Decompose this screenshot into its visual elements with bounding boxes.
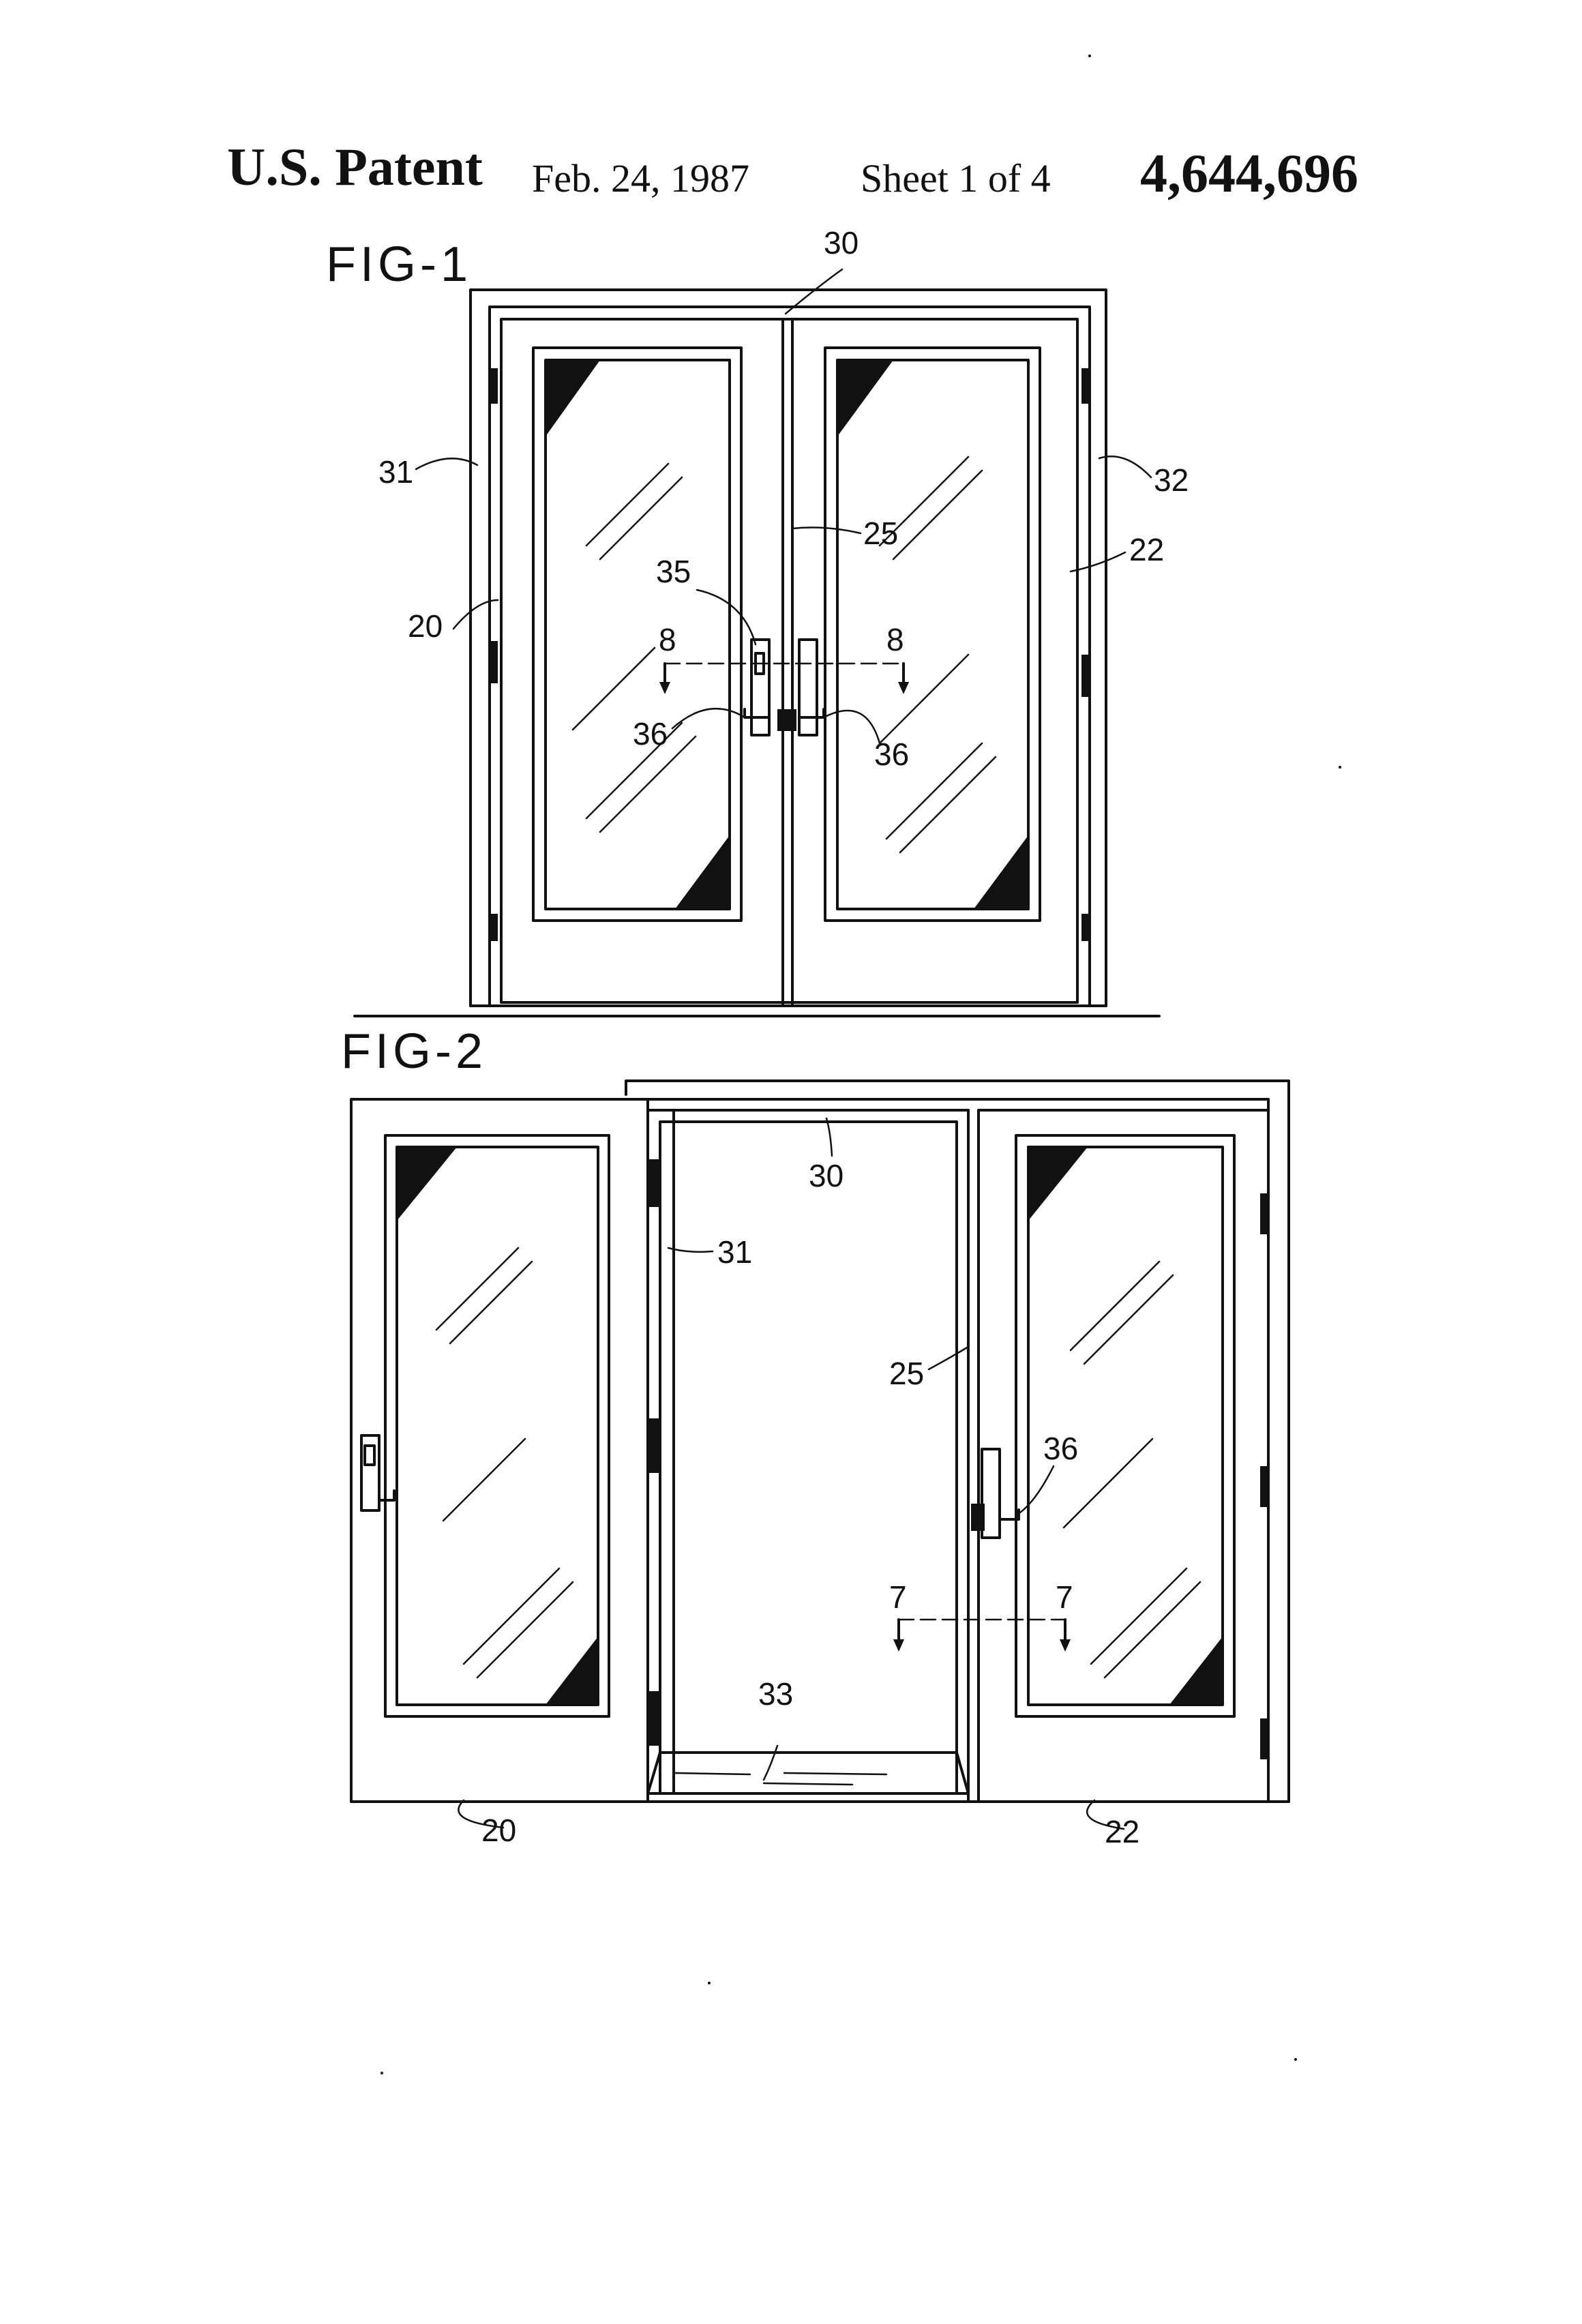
fig1-ref-8-right: 8 [886,622,904,657]
fig1-ref-30: 30 [824,225,859,260]
fig1-ref-31: 31 [378,454,413,490]
fig1-right-door [825,348,1040,921]
fig2-leader-lines [458,1118,1124,1829]
fig2-ref-31: 31 [717,1234,752,1270]
fig2-ref-22: 22 [1105,1814,1139,1849]
fig1-ref-36-right: 36 [874,736,909,772]
fig1-ref-20: 20 [408,608,443,644]
fig2-title: FIG-2 [341,1024,487,1079]
fig2-reference-numerals: 30 31 25 36 7 7 33 20 22 [481,1158,1139,1849]
fig2-ref-25: 25 [889,1356,924,1391]
fig2-right-door [971,1110,1268,1802]
fig1-ref-35: 35 [656,554,691,589]
figure-1: FIG-1 [326,225,1189,1016]
fig1-ref-25: 25 [863,516,898,551]
fig2-ref-30: 30 [809,1158,844,1193]
fig2-ref-33: 33 [758,1676,793,1712]
fig2-ref-36: 36 [1043,1431,1078,1466]
fig1-ref-32: 32 [1154,462,1189,498]
fig1-left-door [533,348,741,921]
fig2-ref-7-left: 7 [889,1579,907,1615]
fig1-ref-8-left: 8 [659,622,676,657]
fig2-section-line-7 [893,1620,1071,1652]
scan-specks [380,55,1341,2074]
fig1-ref-36-left: 36 [633,716,668,751]
fig1-hinges [490,368,1090,941]
fig1-ref-22: 22 [1129,532,1164,567]
figure-2: FIG-2 [341,1024,1289,1849]
fig1-title: FIG-1 [326,237,472,292]
fig2-left-door [351,1099,648,1802]
fig2-ref-20: 20 [481,1813,516,1848]
fig2-ref-7-right: 7 [1056,1579,1073,1615]
